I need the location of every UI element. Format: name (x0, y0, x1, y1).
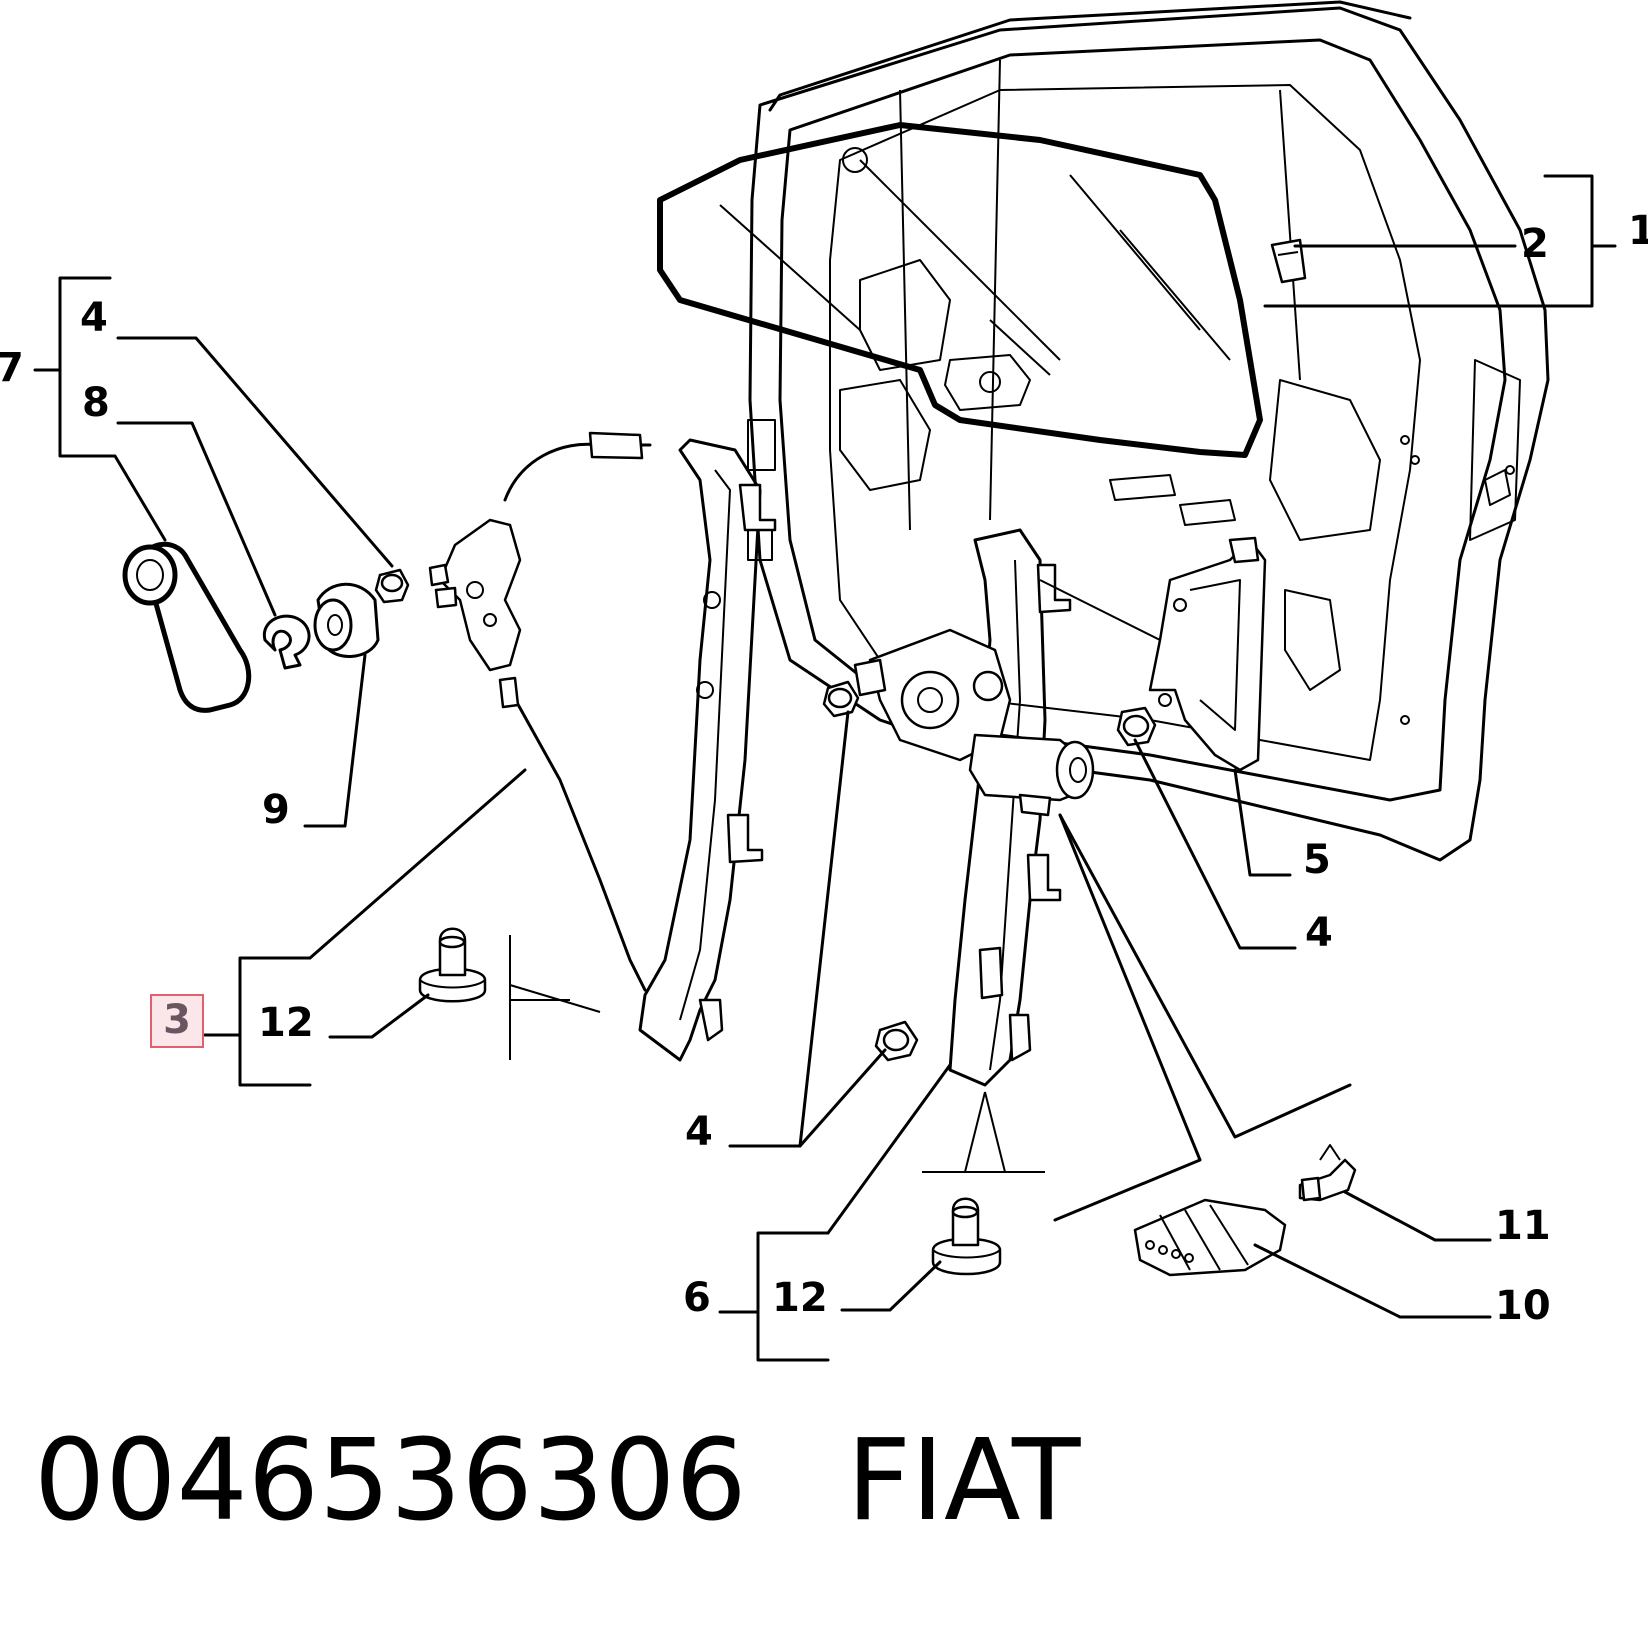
nut-right (1116, 706, 1157, 747)
callout-10: 10 (1495, 1283, 1551, 1329)
part-number: 0046536306 (34, 1416, 747, 1546)
nut-upper-left (374, 568, 410, 604)
handle-clip (262, 614, 311, 670)
plug-lower (931, 1197, 1002, 1276)
plug-upper (418, 927, 487, 1003)
callout-6: 6 (683, 1275, 711, 1321)
leader-lines (33, 174, 1617, 1362)
callout-8: 8 (82, 380, 110, 426)
callout-3: 3 (163, 997, 191, 1043)
callout-4-lower: 4 (685, 1109, 713, 1155)
electrical-terminal (1298, 1144, 1357, 1202)
electrical-connector (1133, 1198, 1287, 1277)
handle-rosette (313, 582, 380, 658)
manual-window-regulator (428, 431, 777, 1062)
callout-5: 5 (1303, 837, 1331, 883)
door-glass (657, 122, 1263, 458)
callout-1: 1 (1628, 208, 1648, 254)
callout-12-lower: 12 (772, 1275, 828, 1321)
callout-2: 2 (1521, 221, 1549, 267)
callout-11: 11 (1495, 1203, 1551, 1249)
nut-middle (822, 680, 860, 718)
callout-7: 7 (0, 345, 24, 391)
callout-12-upper: 12 (258, 1000, 314, 1046)
window-crank-handle (122, 541, 252, 713)
callout-3-highlight-box (150, 994, 204, 1048)
brand-name: FIAT (846, 1416, 1081, 1546)
callout-4-upper: 4 (80, 295, 108, 341)
callout-9: 9 (262, 787, 290, 833)
callout-numbers: 1 2 7 4 8 9 3 12 4 5 4 6 12 11 10 (0, 208, 1648, 1329)
electric-window-regulator (853, 528, 1267, 1087)
glass-clip-part (1270, 238, 1307, 284)
callout-4-right: 4 (1305, 910, 1333, 956)
